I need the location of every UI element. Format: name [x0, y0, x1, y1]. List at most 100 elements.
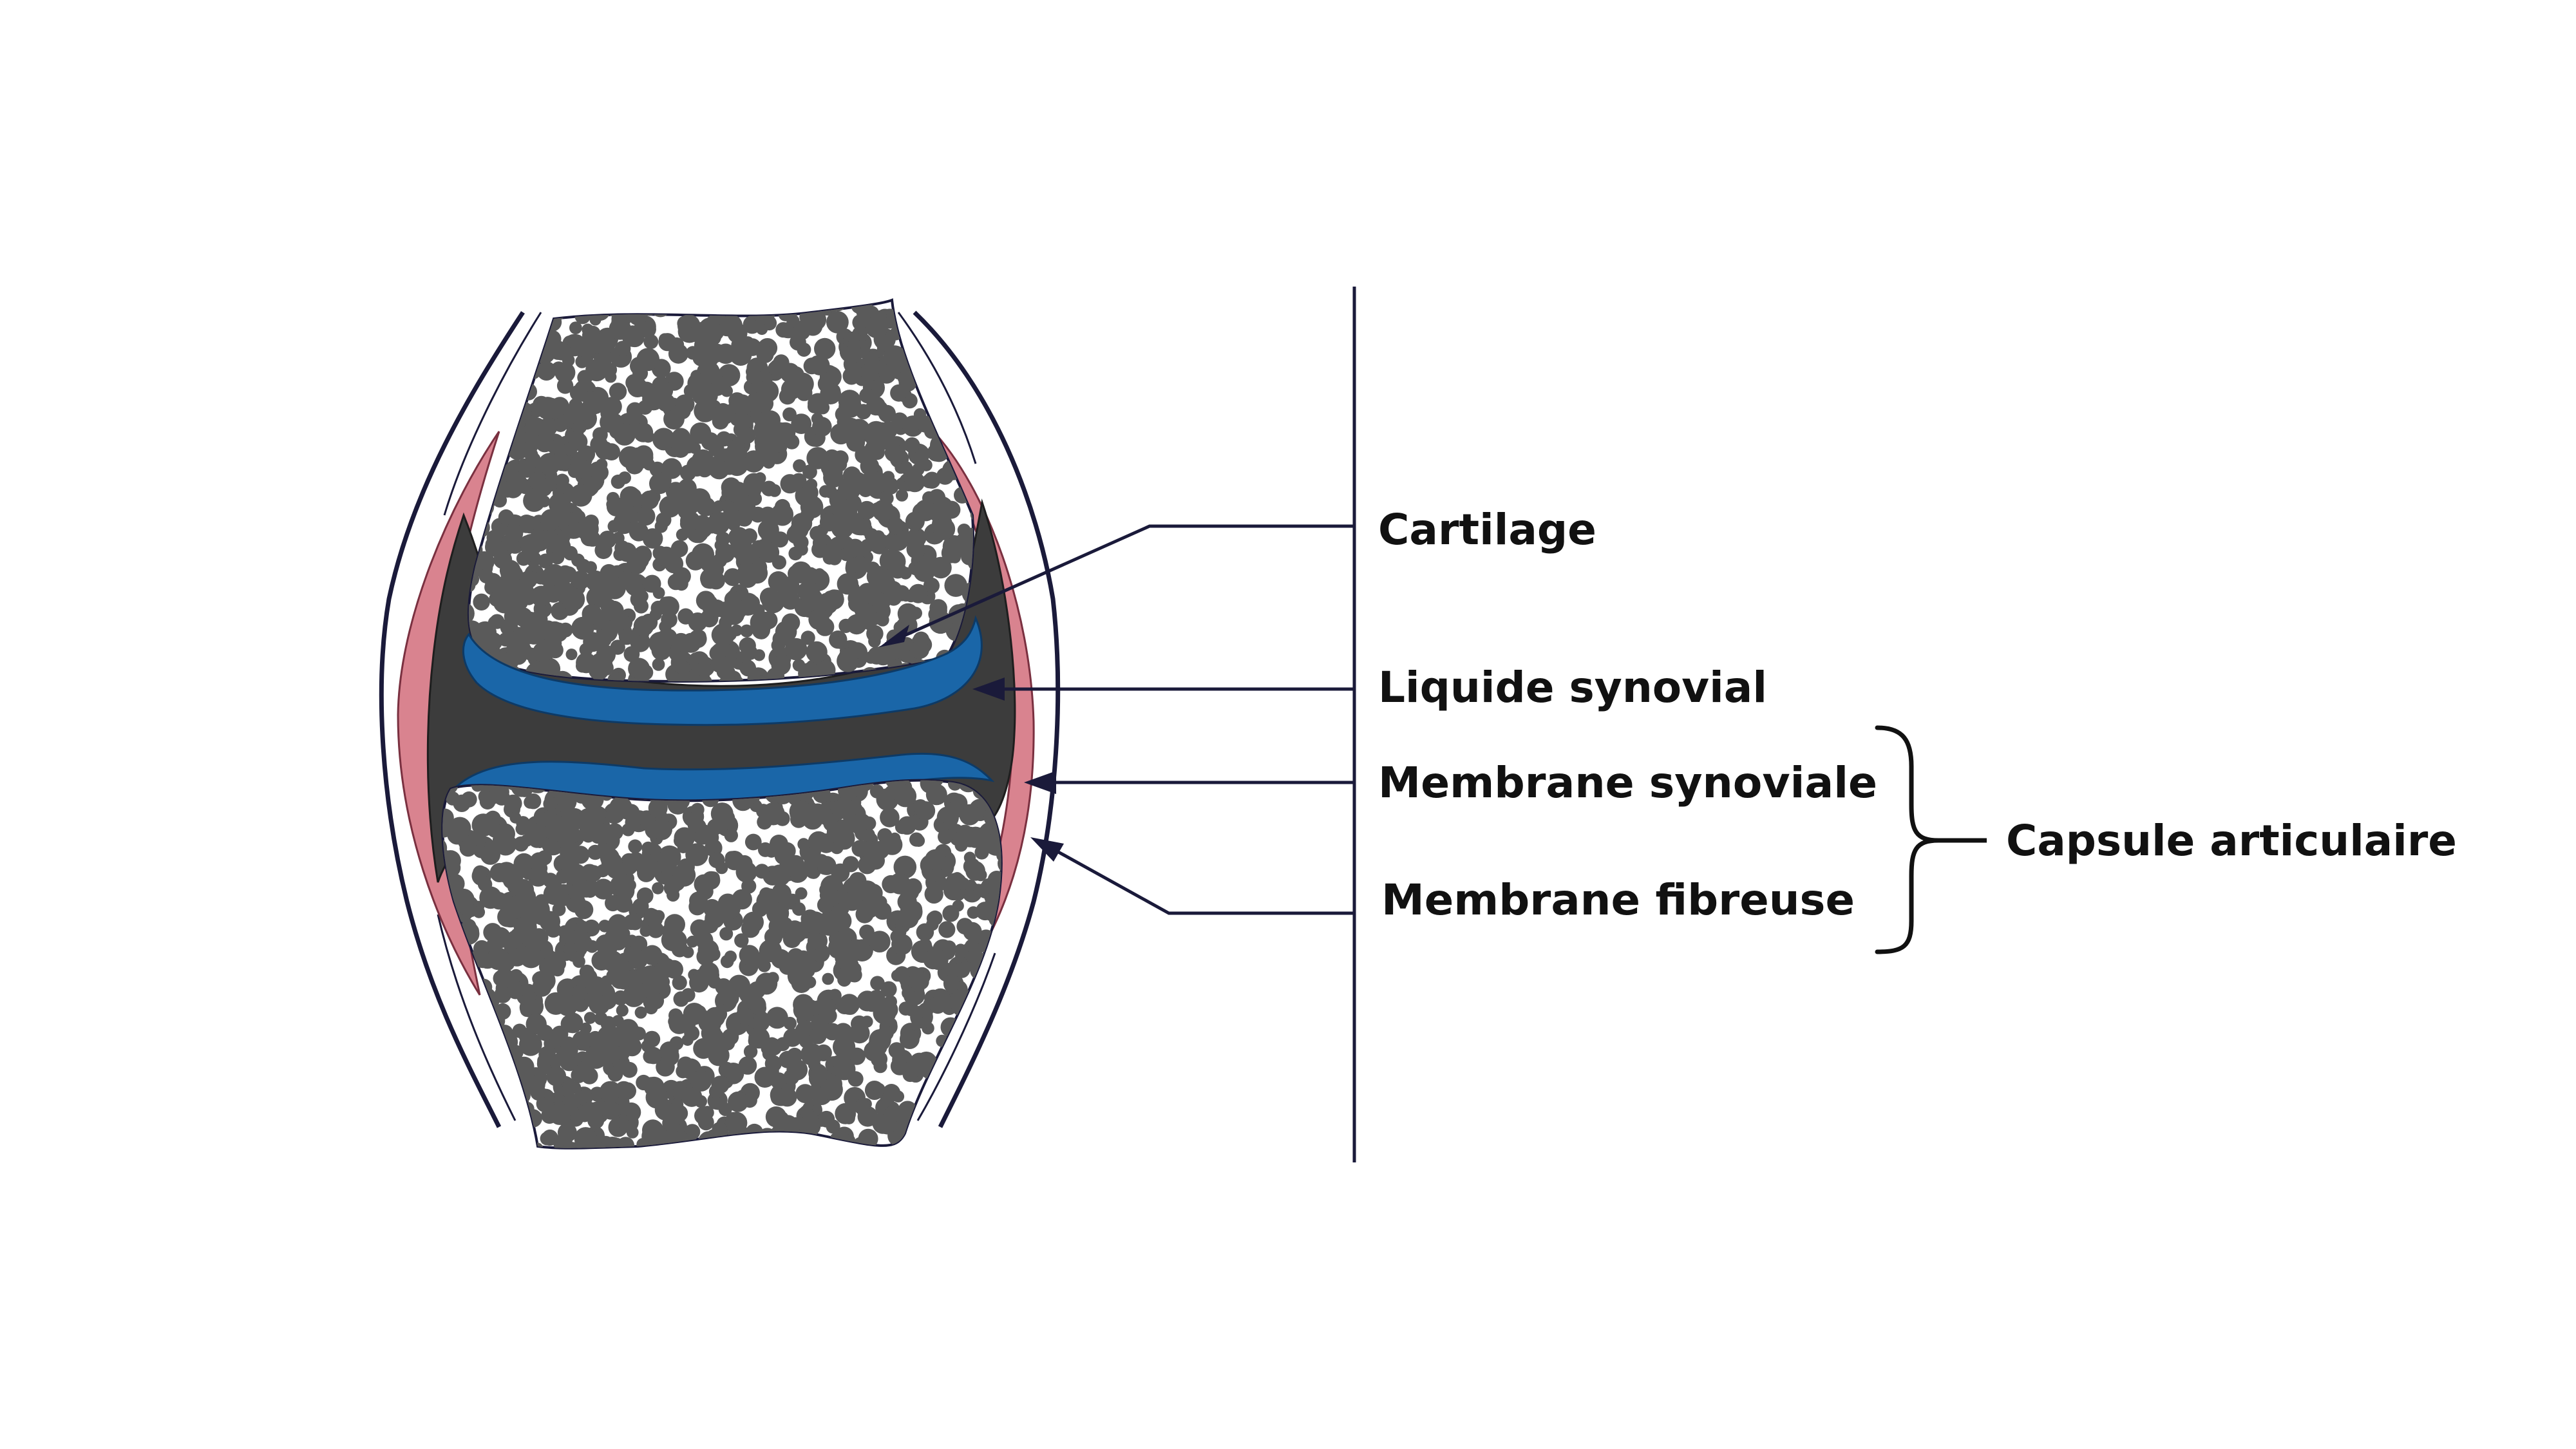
bone-texture-dot: [524, 795, 537, 809]
bone-texture-dot: [465, 1117, 486, 1138]
bone-texture-dot: [571, 418, 587, 435]
bone-texture-dot: [473, 1103, 487, 1116]
bone-texture-dot: [815, 997, 837, 1018]
bone-texture-dot: [519, 383, 538, 401]
bone-texture-dot: [791, 955, 812, 977]
bone-texture-dot: [497, 300, 519, 316]
bone-texture-dot: [485, 308, 507, 330]
bone-texture-dot: [425, 1100, 442, 1117]
bone-texture-dot: [530, 300, 553, 308]
bone-texture-dot: [642, 945, 663, 965]
bone-texture-dot: [555, 823, 578, 846]
bone-texture-dot: [531, 327, 546, 341]
bone-texture-dot: [471, 947, 487, 963]
bone-texture-dot: [830, 423, 852, 445]
bone-texture-dot: [974, 1077, 994, 1096]
bone-texture-dot: [898, 908, 919, 929]
bone-texture-dot: [453, 361, 468, 375]
bone-texture-dot: [571, 616, 594, 640]
bone-texture-dot: [473, 865, 488, 880]
bone-texture-dot: [538, 553, 553, 569]
label-cartilage: Cartilage: [1378, 505, 1596, 554]
bone-texture-dot: [482, 300, 500, 308]
bone-texture-dot: [618, 471, 631, 484]
bone-texture-dot: [966, 318, 973, 340]
bone-texture-dot: [1005, 1101, 1019, 1115]
bone-texture-dot: [833, 1058, 856, 1081]
bone-texture-dot: [878, 569, 893, 583]
bone-texture-dot: [814, 337, 836, 360]
bone-texture-dot: [1007, 989, 1025, 1006]
bone-texture-dot: [804, 911, 827, 934]
bone-texture-dot: [694, 1147, 716, 1148]
bone-texture-dot: [719, 300, 735, 309]
bone-texture-dot: [965, 348, 973, 367]
cartilage-upper: [462, 615, 983, 726]
bone-texture-dot: [898, 609, 913, 624]
bone-texture-dot: [711, 343, 725, 357]
bone-texture-dot: [699, 399, 716, 417]
bone-texture-dot: [819, 513, 838, 532]
bone-texture-dot: [864, 528, 879, 542]
bone-texture-dot: [838, 994, 860, 1015]
bone-texture-dot: [545, 585, 562, 603]
bone-texture-dot: [780, 363, 800, 383]
bone-texture-dot: [544, 992, 567, 1015]
bone-texture-dot: [929, 996, 947, 1014]
bone-texture-dot: [819, 485, 832, 498]
bone-texture-dot: [954, 532, 973, 554]
bone-texture-dot: [740, 624, 753, 638]
bone-texture-dot: [498, 1114, 515, 1130]
bone-texture-dot: [511, 357, 533, 378]
bone-texture-dot: [573, 510, 586, 523]
bone-texture-dot: [754, 430, 777, 452]
bone-texture-dot: [724, 656, 738, 669]
bone-texture-dot: [792, 902, 806, 916]
bone-texture-dot: [603, 802, 625, 824]
bone-texture-dot: [952, 312, 973, 332]
bone-texture-dot: [692, 449, 714, 472]
bone-texture-dot: [601, 938, 618, 955]
bone-texture-dot: [942, 500, 961, 519]
bone-texture-dot: [960, 1094, 982, 1117]
bone-texture-dot: [805, 1004, 817, 1016]
bone-texture-dot: [589, 300, 603, 304]
bone-texture-dot: [584, 531, 601, 547]
bone-texture-dot: [446, 976, 469, 999]
bone-texture-dot: [977, 464, 991, 478]
bone-texture-dot: [916, 374, 931, 388]
bone-texture-dot: [775, 621, 797, 643]
periosteum-right-lower-line: [916, 952, 996, 1121]
bone-texture-dot: [920, 1134, 936, 1148]
bone-texture-dot: [623, 646, 640, 663]
bone-texture-dot: [902, 1148, 925, 1171]
bone-texture-dot: [478, 305, 497, 324]
bone-texture-dot: [823, 468, 844, 488]
bone-texture-dot: [556, 565, 574, 582]
bone-texture-dot: [629, 522, 649, 542]
bone-texture-dot: [789, 800, 812, 823]
bone-texture-dot: [947, 1045, 967, 1066]
bone-texture-dot: [743, 1045, 758, 1059]
bone-texture-dot: [504, 1084, 524, 1104]
bone-texture-dot: [468, 360, 474, 377]
bone-texture-dot: [632, 898, 649, 915]
bone-texture-dot: [952, 1150, 966, 1164]
bone-texture-dot: [749, 300, 766, 312]
bone-texture-dot: [766, 1007, 788, 1029]
bone-texture-dot: [808, 609, 829, 630]
bone-texture-dot: [549, 305, 565, 321]
bone-texture-dot: [538, 300, 551, 303]
bone-texture-dot: [468, 372, 473, 388]
bone-texture-dot: [445, 305, 465, 325]
bone-texture-dot: [468, 300, 478, 311]
bone-texture-dot: [536, 361, 556, 381]
bone-texture-dot: [848, 1146, 867, 1148]
bone-texture-dot: [762, 456, 775, 469]
bone-texture-dot: [456, 1141, 468, 1148]
bone-texture-dot: [708, 975, 721, 989]
bone-texture-dot: [618, 629, 635, 645]
bone-texture-dot: [468, 424, 476, 448]
bone-texture-dot: [473, 905, 486, 918]
bone-texture-dot: [967, 423, 973, 439]
